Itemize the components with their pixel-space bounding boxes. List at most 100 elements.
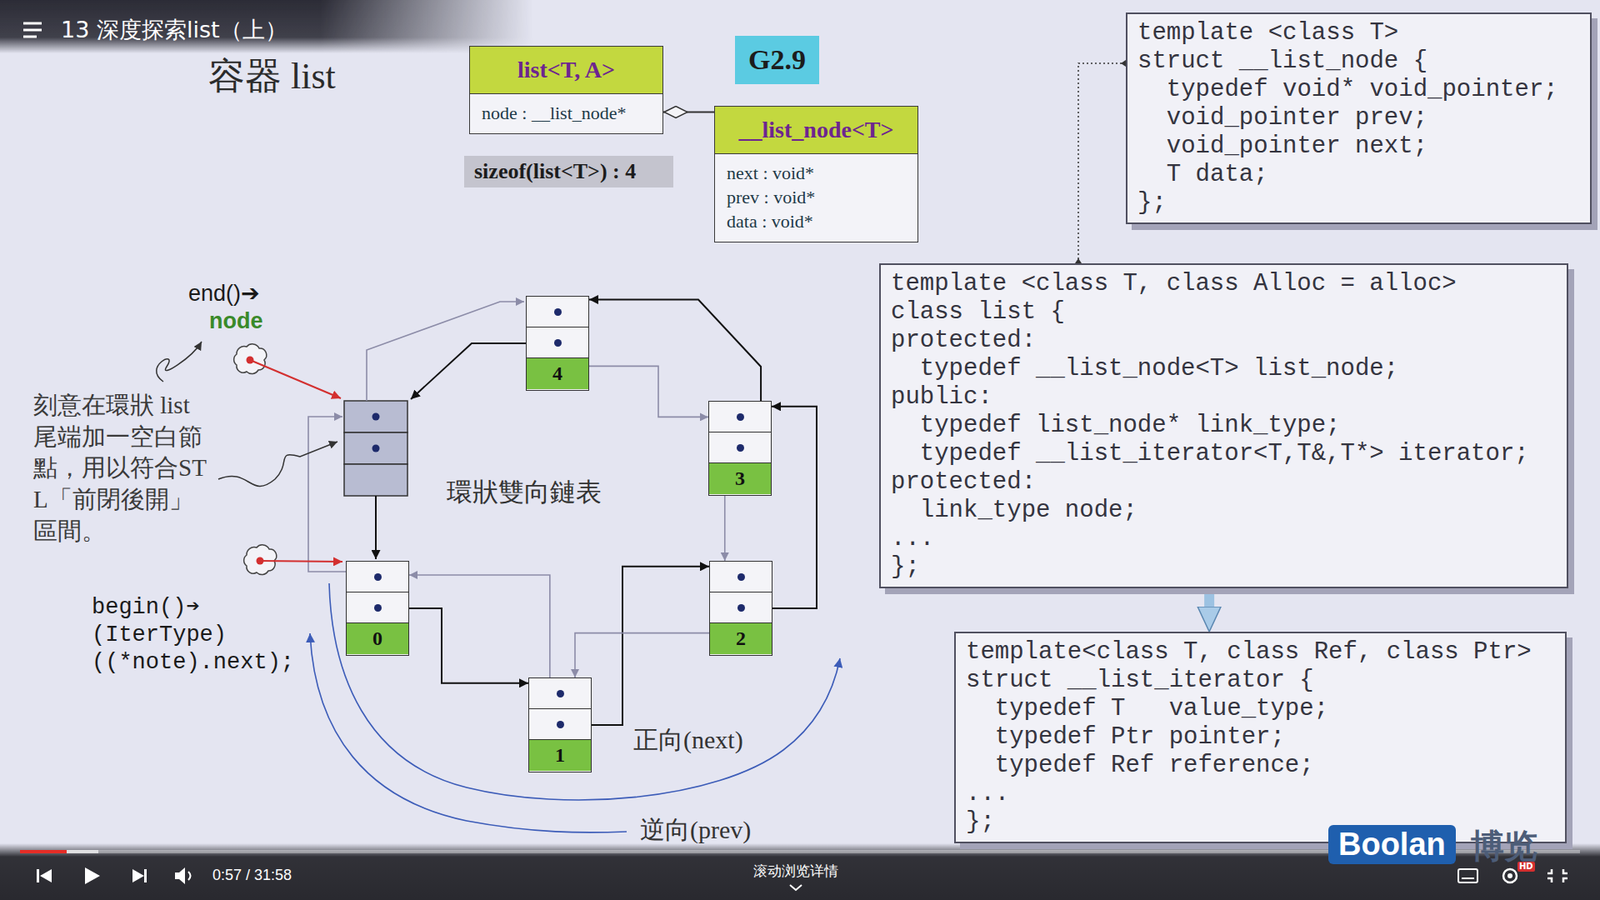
member-name: node: [209, 308, 264, 335]
next-cell: [346, 592, 409, 624]
next-cell: [526, 327, 589, 359]
code-line: ...: [890, 525, 1557, 554]
class-box: __list_node<T>next : void*prev : void*da…: [714, 105, 919, 243]
next-cell: [709, 432, 771, 464]
pointer-dot: [556, 690, 565, 698]
hand-arrow: [156, 341, 202, 382]
version-tag: G2.9: [735, 35, 820, 85]
pointer-dot: [737, 604, 745, 612]
class-box: list<T, A> node : __list_node*: [469, 45, 664, 135]
code-line: class list {: [890, 298, 1557, 327]
next-cell: [529, 709, 591, 740]
node-value: 3: [709, 463, 771, 494]
slide-title: 容器 list: [208, 51, 336, 101]
list-node: 4: [525, 295, 590, 391]
member-field: data : void*: [726, 209, 906, 234]
list-node: 1: [528, 677, 592, 773]
next-pointer: [591, 566, 710, 725]
backward-curve: [310, 633, 627, 833]
code-line: link_type node;: [890, 496, 1557, 525]
size-note: sizeof(list<T>) : 4: [474, 159, 664, 185]
code-box: template<class T, class Ref, class Ptr>s…: [954, 631, 1567, 844]
sentinel-node: [344, 400, 408, 496]
node-value: 1: [529, 740, 591, 770]
list-node: 3: [708, 400, 772, 496]
code-box: template <class T, class Alloc = alloc>c…: [879, 263, 1569, 589]
code-line: T data;: [1137, 160, 1580, 190]
diagram-caption: 環狀雙向鏈表: [446, 475, 602, 510]
pointer-dot: [554, 308, 562, 316]
code-line: public:: [890, 383, 1557, 412]
prev-cell: [710, 561, 772, 593]
pointer-dot: [736, 413, 745, 421]
code-line: struct __list_iterator {: [965, 666, 1555, 695]
code-line: typedef void* void_pointer;: [1137, 75, 1580, 105]
scroll-hint: 滚动浏览详情: [753, 861, 839, 881]
pointer-dot: [554, 339, 562, 347]
code-line: typedef T value_type;: [965, 695, 1555, 724]
video-title: 13 深度探索list（上）: [60, 15, 288, 45]
node-value: 0: [346, 623, 409, 654]
prev-pointer: [575, 633, 710, 678]
pointer-dot: [374, 573, 382, 581]
brand-logo: Boolan: [1328, 825, 1456, 865]
code-box: template <class T>struct __list_node { t…: [1125, 12, 1592, 225]
code-line: };: [890, 553, 1557, 582]
pointer-arrow: [250, 360, 341, 399]
code-line: protected:: [890, 468, 1557, 497]
node-value: 4: [526, 358, 589, 389]
code-line: void_pointer prev;: [1137, 104, 1580, 133]
data-cell: 0: [346, 623, 409, 655]
pointer-dot: [556, 720, 565, 729]
direction-label: 逆向(prev): [640, 813, 751, 848]
next-pointer: [375, 495, 377, 560]
pointer-dot: [737, 573, 745, 581]
code-line: ...: [965, 780, 1555, 809]
list-node: 0: [345, 560, 410, 656]
next-pointer: [409, 608, 529, 684]
code-line: void_pointer next;: [1137, 132, 1580, 161]
class-name: list<T, A>: [481, 56, 651, 84]
node-value: 2: [710, 623, 772, 654]
next-pointer: [589, 300, 761, 401]
member-field: node : __list_node*: [481, 100, 651, 125]
next-pointer: [410, 343, 526, 400]
code-line: typedef __list_iterator<T,T&,T*> iterato…: [890, 440, 1557, 469]
code-line: };: [965, 808, 1555, 837]
version-text: G2.9: [748, 44, 806, 76]
data-cell: 3: [709, 463, 771, 495]
code-line: template<class T, class Ref, class Ptr>: [965, 638, 1555, 667]
prev-pointer: [366, 301, 525, 401]
class-body: next : void*prev : void*data : void*: [715, 154, 918, 242]
prev-pointer: [409, 575, 550, 678]
aggregation-link: [663, 111, 715, 114]
member-field: prev : void*: [726, 185, 906, 210]
prev-cell: [709, 401, 771, 433]
prev-cell: [526, 296, 589, 328]
pointer-cloud: [244, 545, 277, 575]
iterator-note: end()➔: [188, 280, 260, 307]
code-line: };: [1137, 189, 1580, 218]
brand-logo: 博览: [1470, 823, 1538, 870]
size-box: sizeof(list<T>) : 4: [464, 155, 674, 188]
member-field: next : void*: [726, 160, 906, 185]
prev-cell: [529, 678, 591, 710]
class-header: list<T, A>: [470, 46, 663, 95]
code-line: typedef Ptr pointer;: [965, 723, 1555, 752]
class-body: node : __list_node*: [470, 94, 663, 134]
code-line: typedef Ref reference;: [965, 751, 1555, 780]
code-line: typedef __list_node<T> list_node;: [890, 355, 1557, 384]
pointer-arrow: [260, 560, 343, 562]
iterator-note: begin()➔ (IterType) ((*note).next);: [91, 594, 307, 677]
annotation: 刻意在環狀 list 尾端加一空白節點，用以符合STL「前閉後開」區間。: [33, 390, 210, 547]
menu-icon: [23, 23, 42, 37]
code-line: template <class T, class Alloc = alloc>: [890, 270, 1557, 299]
class-header: __list_node<T>: [715, 106, 918, 155]
pointer-cloud: [234, 344, 267, 375]
play-time: 0:57 / 31:58: [212, 866, 292, 885]
pointer-dot: [374, 604, 382, 612]
list-node: 2: [709, 560, 773, 656]
prev-pointer: [308, 416, 346, 572]
prev-pointer: [589, 365, 709, 417]
pointer-dot: [736, 444, 745, 452]
